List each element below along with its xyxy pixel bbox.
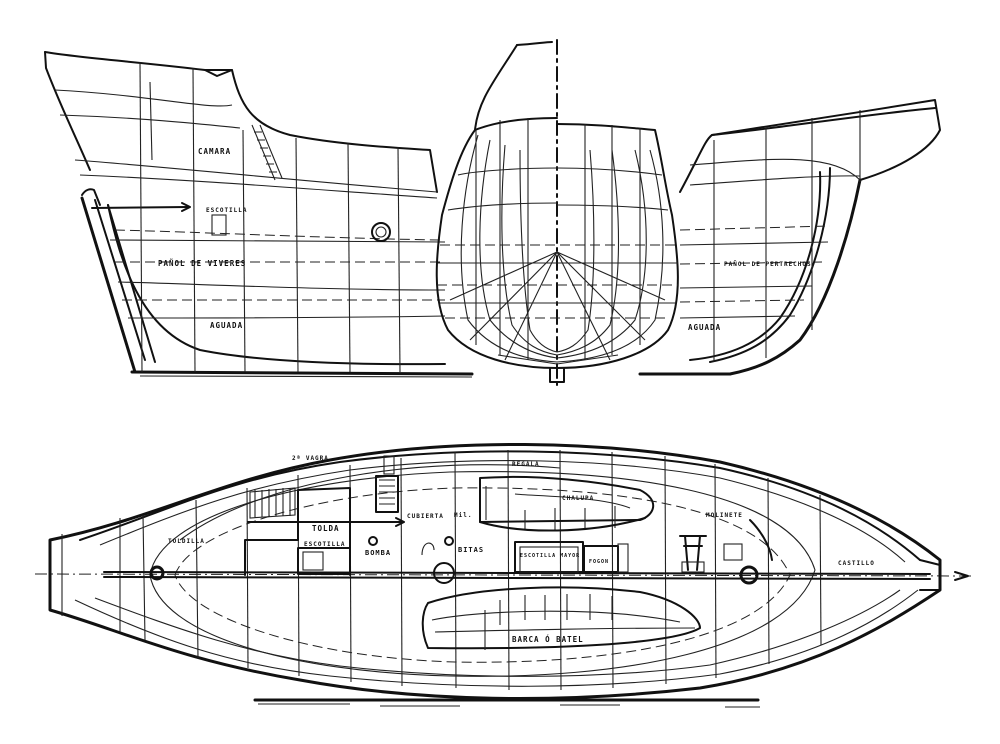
body-plan-view (435, 39, 679, 386)
label-escotilla-profile: ESCOTILLA (206, 207, 248, 214)
label-vagra: 2ª VAGRA (292, 455, 329, 462)
label-toldilla: TOLDILLA (168, 538, 205, 545)
label-cubierta: CUBIERTA (407, 513, 444, 520)
label-regala: REGALA (512, 461, 540, 468)
label-chalupa: CHALUPA (562, 495, 594, 502)
stern-profile-view: CAMARA ESCOTILLA PAÑOL DE VIVERES AGUADA (44, 51, 474, 378)
label-tolda: TOLDA (312, 524, 340, 533)
label-bitas: BITAS (458, 546, 484, 554)
label-escotilla-mayor: ESCOTILLA MAYOR (520, 553, 580, 559)
stern-stations (139, 61, 401, 373)
label-bomba: BOMBA (365, 549, 391, 557)
bow-profile-view: PAÑOL DE PERTRECHOS AGUADA (638, 99, 941, 376)
label-fogon: FOGON (589, 559, 609, 565)
label-aguada-fwd: AGUADA (688, 323, 721, 332)
deck-plan-view: 2ª VAGRA REGALA TOLDILLA TOLDA ESCOTILLA… (34, 443, 976, 708)
label-camara: CAMARA (198, 147, 231, 156)
label-molinete: MOLINETE (706, 512, 743, 519)
label-barca: BARCA Ó BATEL (512, 635, 584, 644)
label-aguada-aft: AGUADA (210, 321, 243, 330)
label-panol-viveres: PAÑOL DE VIVERES (158, 259, 246, 268)
label-castillo: CASTILLO (838, 560, 875, 567)
label-mastil: Mil. (454, 512, 472, 519)
label-escotilla-plan: ESCOTILLA (304, 541, 346, 548)
label-panol-pertrechos: PAÑOL DE PERTRECHOS (724, 261, 812, 268)
